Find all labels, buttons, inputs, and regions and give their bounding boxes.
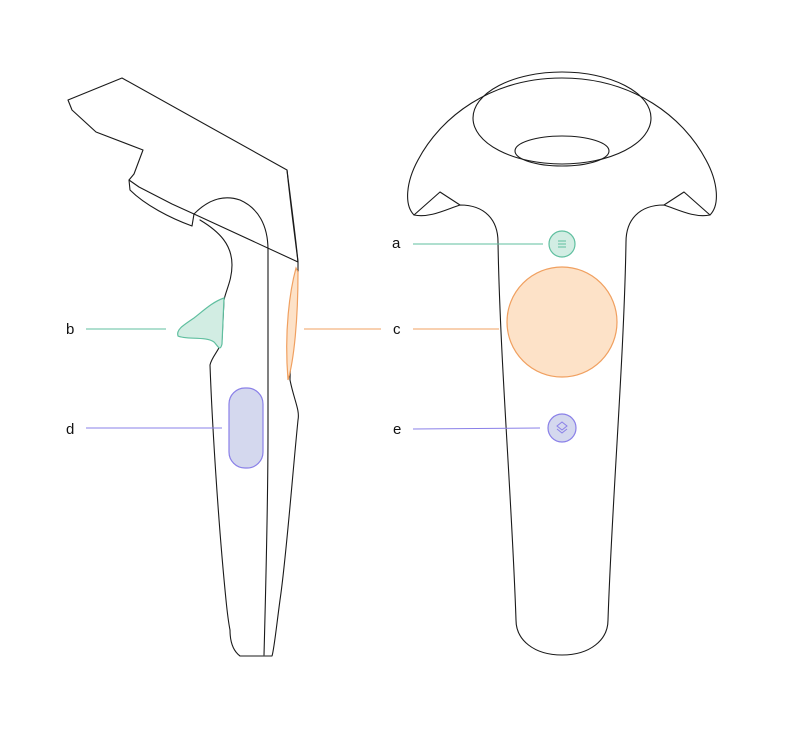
callout-lines <box>86 243 543 430</box>
callout-line-e <box>412 427 541 430</box>
trackpad-side <box>286 266 299 381</box>
trigger-button <box>177 297 225 349</box>
label-e: e <box>393 421 401 438</box>
label-a: a <box>392 235 401 252</box>
controller-side-view <box>67 77 299 657</box>
side-view-head-outline <box>67 77 299 263</box>
tracking-ring-outer <box>472 71 652 165</box>
menu-icon <box>558 240 566 248</box>
label-c: c <box>393 321 401 338</box>
side-view-grip-front <box>199 219 233 631</box>
side-view-handle-front <box>193 197 269 656</box>
side-view-head-detail <box>128 179 195 227</box>
controller-front-view <box>407 71 717 656</box>
callout-labels: a b c d e <box>66 235 401 438</box>
side-view-handle-back <box>229 169 299 657</box>
system-layers-icon <box>556 421 568 434</box>
front-view-body-outline <box>407 77 717 656</box>
front-view-right-horn <box>663 191 711 216</box>
grip-button <box>228 387 264 469</box>
front-view-left-horn <box>413 191 461 216</box>
label-b: b <box>66 321 74 338</box>
tracking-ring-inner <box>514 135 610 167</box>
trackpad <box>506 266 618 378</box>
system-button <box>547 413 577 443</box>
label-d: d <box>66 421 74 438</box>
